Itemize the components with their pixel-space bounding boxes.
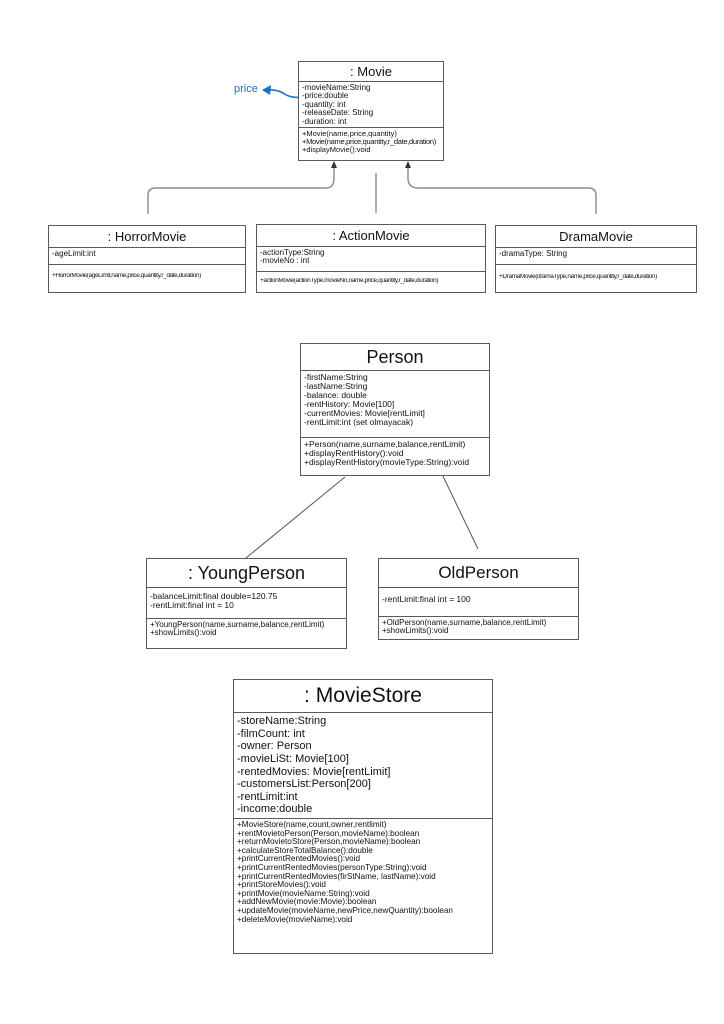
class-name: : MovieStore: [234, 680, 492, 713]
attribute: -balance: double: [304, 390, 367, 400]
method: +HorrorMovie(ageLimit,name,price,quantit…: [52, 273, 201, 279]
inheritance-arrowhead: [331, 161, 337, 168]
drama-movie-inheritance-edge: [407, 164, 597, 214]
attribute: -dramaType: String: [499, 250, 568, 258]
attributes-section: -firstName:String -lastName:String -bala…: [301, 371, 489, 437]
movie-store-class-box: : MovieStore -storeName:String -filmCoun…: [233, 679, 493, 954]
attribute: -quantity: int: [302, 100, 346, 109]
old-person-inheritance-edge: [440, 471, 479, 550]
young-person-inheritance-edge: [245, 476, 346, 559]
class-name: : ActionMovie: [257, 225, 485, 247]
method: +actionMovie(actionType,movieNo,name,pri…: [260, 278, 439, 284]
person-class-box: Person -firstName:String -lastName:Strin…: [300, 343, 490, 476]
attribute: -filmCount: int: [237, 727, 305, 740]
attribute: -ageLimit:int: [52, 250, 96, 258]
methods-section: +actionMovie(actionType,movieNo,name,pri…: [257, 271, 485, 287]
method: +showLimits():void: [150, 629, 217, 638]
methods-section: +DramaMovie(dramaType,name,price,quantit…: [496, 264, 696, 283]
class-name: OldPerson: [379, 559, 578, 588]
method: +printCurrentRentedMovies():void: [237, 855, 361, 864]
methods-section: +HorrorMovie(ageLimit,name,price,quantit…: [49, 264, 245, 282]
method: +MovieStore(name,count,owner,rentlimit): [237, 821, 387, 829]
attribute: -balanceLimit:final double=120.75: [150, 592, 278, 601]
method: +returnMovietoStore(Person,movieName):bo…: [237, 838, 421, 847]
attribute: -firstName:String: [304, 373, 368, 382]
inheritance-arrowhead: [405, 161, 411, 168]
attribute: -movieNo : int: [260, 257, 310, 266]
method: +displayMovie():void: [302, 145, 371, 154]
attribute: -duration: int: [302, 117, 347, 126]
attribute: -customersList:Person[200]: [237, 778, 371, 791]
methods-section: +Person(name,surname,balance,rentLimit) …: [301, 437, 489, 469]
class-name: : HorrorMovie: [49, 226, 245, 248]
price-annotation-label: price: [234, 83, 258, 95]
class-name: : Movie: [299, 62, 443, 82]
attribute: -rentLimit:final int = 10: [150, 600, 234, 610]
methods-section: +MovieStore(name,count,owner,rentlimit) …: [234, 818, 492, 926]
drama-movie-class-box: DramaMovie -dramaType: String +DramaMovi…: [495, 225, 697, 293]
attribute: -currentMovies: Movie[rentLimit]: [304, 408, 425, 418]
attribute: -rentHistory: Movie[100]: [304, 399, 395, 409]
method: +rentMovietoPerson(Person,movieName):boo…: [237, 829, 420, 838]
attributes-section: -storeName:String -filmCount: int -owner…: [234, 713, 492, 818]
method: +addNewMovie(movie:Movie):boolean: [237, 898, 377, 907]
methods-section: +YoungPerson(name,surname,balance,rentLi…: [147, 618, 346, 640]
methods-section: +Movie(name,price,quantity) +Movie(name,…: [299, 127, 443, 156]
methods-section: +OldPerson(name,surname,balance,rentLimi…: [379, 616, 578, 638]
attribute: -movieLiSt: Movie[100]: [237, 752, 349, 765]
young-person-class-box: : YoungPerson -balanceLimit:final double…: [146, 558, 347, 649]
class-name: DramaMovie: [496, 226, 696, 248]
method: +printStoreMovies():void: [237, 881, 326, 890]
method: +printCurrentRentedMovies(personType:Str…: [237, 864, 427, 873]
attributes-section: -ageLimit:int: [49, 248, 245, 264]
method: +updateMovie(movieName,newPrice,newQuant…: [237, 907, 453, 916]
method: +deleteMovie(movieName):void: [237, 915, 353, 924]
attributes-section: -actionType:String -movieNo : int: [257, 247, 485, 271]
class-name: Person: [301, 344, 489, 371]
action-movie-class-box: : ActionMovie -actionType:String -movieN…: [256, 224, 486, 293]
method: +Person(name,surname,balance,rentLimit): [304, 440, 466, 449]
method: +printMovie(movieName:String):void: [237, 889, 370, 898]
method: +Movie(name,price,quantity): [302, 130, 397, 138]
horror-movie-inheritance-edge: [147, 164, 335, 214]
attribute: -rentedMovies: Movie[rentLimit]: [237, 765, 391, 778]
movie-class-box: : Movie -movieName:String -price:double …: [298, 61, 444, 161]
method: +calculateStoreTotalBalance():double: [237, 846, 373, 855]
class-name: : YoungPerson: [147, 559, 346, 588]
method: +Movie(name,price,quantity,r_date,durati…: [302, 137, 436, 146]
attribute: -actionType:String: [260, 249, 325, 257]
attributes-section: -rentLimit:final int = 100: [379, 588, 578, 616]
method: +DramaMovie(dramaType,name,price,quantit…: [499, 274, 657, 280]
method: +showLimits():void: [382, 627, 449, 636]
method: +printCurrentRentedMovies(firStName, las…: [237, 872, 436, 881]
horror-movie-class-box: : HorrorMovie -ageLimit:int +HorrorMovie…: [48, 225, 246, 293]
attribute: -income:double: [237, 803, 313, 816]
method: +YoungPerson(name,surname,balance,rentLi…: [150, 621, 325, 629]
method: +displayRentHistory(movieType:String):vo…: [304, 457, 470, 467]
attributes-section: -movieName:String -price:double -quantit…: [299, 82, 443, 127]
attribute: -lastName:String: [304, 381, 368, 391]
method: +displayRentHistory():void: [304, 448, 404, 458]
attribute: -rentLimit:int (set olmayacak): [304, 417, 414, 427]
attribute: -owner: Person: [237, 740, 312, 753]
attributes-section: -balanceLimit:final double=120.75 -rentL…: [147, 588, 346, 618]
attribute: -storeName:String: [237, 715, 327, 727]
attributes-section: -dramaType: String: [496, 248, 696, 264]
attribute: -rentLimit:int: [237, 790, 298, 803]
price-annotation-arrowhead: [262, 85, 271, 95]
old-person-class-box: OldPerson -rentLimit:final int = 100 +Ol…: [378, 558, 579, 640]
method: +OldPerson(name,surname,balance,rentLimi…: [382, 619, 547, 627]
attribute: -price:double: [302, 92, 349, 101]
attribute: -releaseDate: String: [302, 109, 374, 118]
attribute: -movieName:String: [302, 84, 371, 92]
attribute: -rentLimit:final int = 100: [382, 595, 471, 604]
